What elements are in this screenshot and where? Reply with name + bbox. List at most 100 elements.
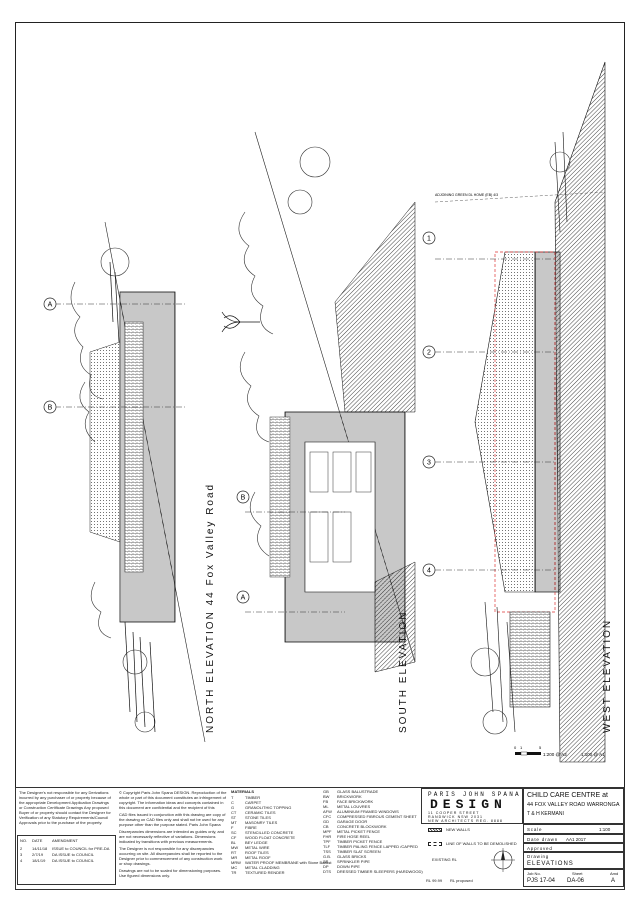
discrepancy-note: Discrepancies dimensions are intended as… (119, 829, 225, 844)
material-code: GB (323, 789, 329, 794)
grid-label: B (48, 405, 53, 412)
material-code: MRW (231, 860, 241, 865)
scale-tick: 5 (539, 745, 542, 750)
material-desc: STONE TILES (245, 815, 271, 820)
firm-block: PARIS JOHN SPANA DESIGN 11 COOPER STREET… (421, 788, 523, 824)
material-desc: CARPET (245, 800, 262, 805)
material-desc: TIMBER SLAT SCREEN (337, 849, 381, 854)
material-desc: COMPRESSED FIBROUS CEMENT SHEET (337, 814, 417, 819)
amendments-table: NO. DATE AMENDMENT 2 14/11/18 ISSUE to C… (17, 835, 116, 885)
scale-value: 1:100 (599, 827, 611, 832)
job-value: PJS 17-04 (527, 878, 556, 884)
material-item: SC STENCILLED CONCRETE (231, 830, 321, 835)
demolish-label: LINE OF WALLS TO BE DEMOLISHED (446, 841, 517, 846)
title-block-frame (15, 787, 625, 890)
material-desc: METAL PICKET FENCE (337, 829, 381, 834)
material-desc: METAL CLADDING (245, 865, 280, 870)
material-code: CT (231, 810, 237, 815)
responsibility-note: The Designer is not responsible for any … (119, 846, 223, 866)
material-desc: TEXTURED RENDER (245, 870, 285, 875)
materials-title: MATERIALS (231, 789, 255, 794)
material-code: ML (323, 804, 329, 809)
material-code: FB (323, 799, 329, 804)
grid-bubble (43, 297, 57, 311)
grid-bubble (422, 231, 436, 245)
scale-bar: 0 1 5 1:200 @ A3 1:100 @ A1 (514, 745, 605, 757)
new-walls-swatch (428, 828, 442, 832)
material-code: F (231, 825, 234, 830)
material-code: CB (323, 824, 329, 829)
material-item: CFC COMPRESSED FIBROUS CEMENT SHEET (323, 814, 418, 819)
adjoining-note: ADJOINING GREEN DL HOME (EB) 4/3 (435, 193, 498, 197)
amend-no: 3 (20, 852, 23, 857)
material-desc: DRESSED TIMBER SLEEPERS (HARDWOOD) (337, 869, 423, 874)
elevations-drawing: A B B A (43, 61, 606, 763)
job-row: Job No. Sheet Amd PJS 17-04 DA-06 A (523, 869, 624, 887)
south-elevation-title: SOUTH ELEVATION (398, 610, 409, 733)
north-elevation: A B (43, 221, 206, 743)
material-item: G.B.GLASS BRICKS (323, 854, 418, 859)
amend-no: 2 (20, 846, 23, 851)
amend-head-amendment: AMENDMENT (52, 838, 78, 843)
material-code: TPF (323, 839, 331, 844)
copyright-note: © Copyright Paris John Spana DESIGN. Rep… (119, 790, 227, 810)
material-item: MPF METAL PICKET FENCE (323, 829, 418, 834)
amend-head-date: DATE (32, 838, 43, 843)
scale-note: Drawings are not to be scaled for dimens… (119, 868, 222, 878)
material-code: T (231, 795, 234, 800)
material-code: CFC (323, 814, 332, 819)
material-desc: ALUMINIUM FRAMED WINDOWS (337, 809, 399, 814)
material-desc: TIMBER PICKET FENCE (337, 839, 383, 844)
amend-text: ISSUE to COUNCIL for PRE-DA (52, 846, 110, 851)
material-desc: ROOF TILES (245, 850, 269, 855)
amd-label: Amd (610, 871, 619, 876)
material-desc: STENCILLED CONCRETE (245, 830, 294, 835)
proposed-rl-label: RL proposed (450, 878, 473, 883)
grid-bubble (43, 400, 57, 414)
material-code: TLF (323, 844, 331, 849)
west-elevation-title: WEST ELEVATION (602, 618, 613, 733)
material-code: SC (231, 830, 237, 835)
grid-label: 4 (427, 568, 431, 575)
material-code: BW (323, 794, 330, 799)
amend-text: DA ISSUE to COUNCIL (52, 852, 95, 857)
grid-label: 2 (427, 350, 431, 357)
amd-value: A (611, 878, 616, 884)
material-desc: GRANOLITHIC TOPPING (245, 805, 292, 810)
material-desc: WATER PROOF MEMBRANE with Stone Ballast (245, 860, 332, 865)
material-item: CT CERAMIC TILES (231, 810, 321, 815)
scale-tick: 1 (520, 745, 523, 750)
job-label: Job No. (527, 871, 541, 876)
material-code: G.B. (323, 854, 332, 859)
material-desc: MASONRY TILES (245, 820, 278, 825)
material-code: DTS (323, 869, 331, 874)
date-row: Date drawn AA1 2017 (523, 834, 624, 843)
material-code: MPF (323, 829, 332, 834)
material-desc: METAL LOUVRES (337, 804, 371, 809)
cad-note: CAD files issued in conjunction with thi… (119, 812, 226, 827)
grid-label: A (241, 595, 246, 602)
material-desc: TIMBER PALING FENCE LAPPED /CAPPED (337, 844, 418, 849)
material-code: MR (231, 855, 238, 860)
material-item: MRW WATER PROOF MEMBRANE with Stone Balla… (231, 860, 331, 865)
material-code: CF (231, 835, 237, 840)
scale-row: Scale 1:100 (523, 824, 624, 834)
material-code: MW (231, 845, 239, 850)
sheet-value: DA-06 (567, 878, 585, 884)
material-desc: CERAMIC TILES (245, 810, 276, 815)
